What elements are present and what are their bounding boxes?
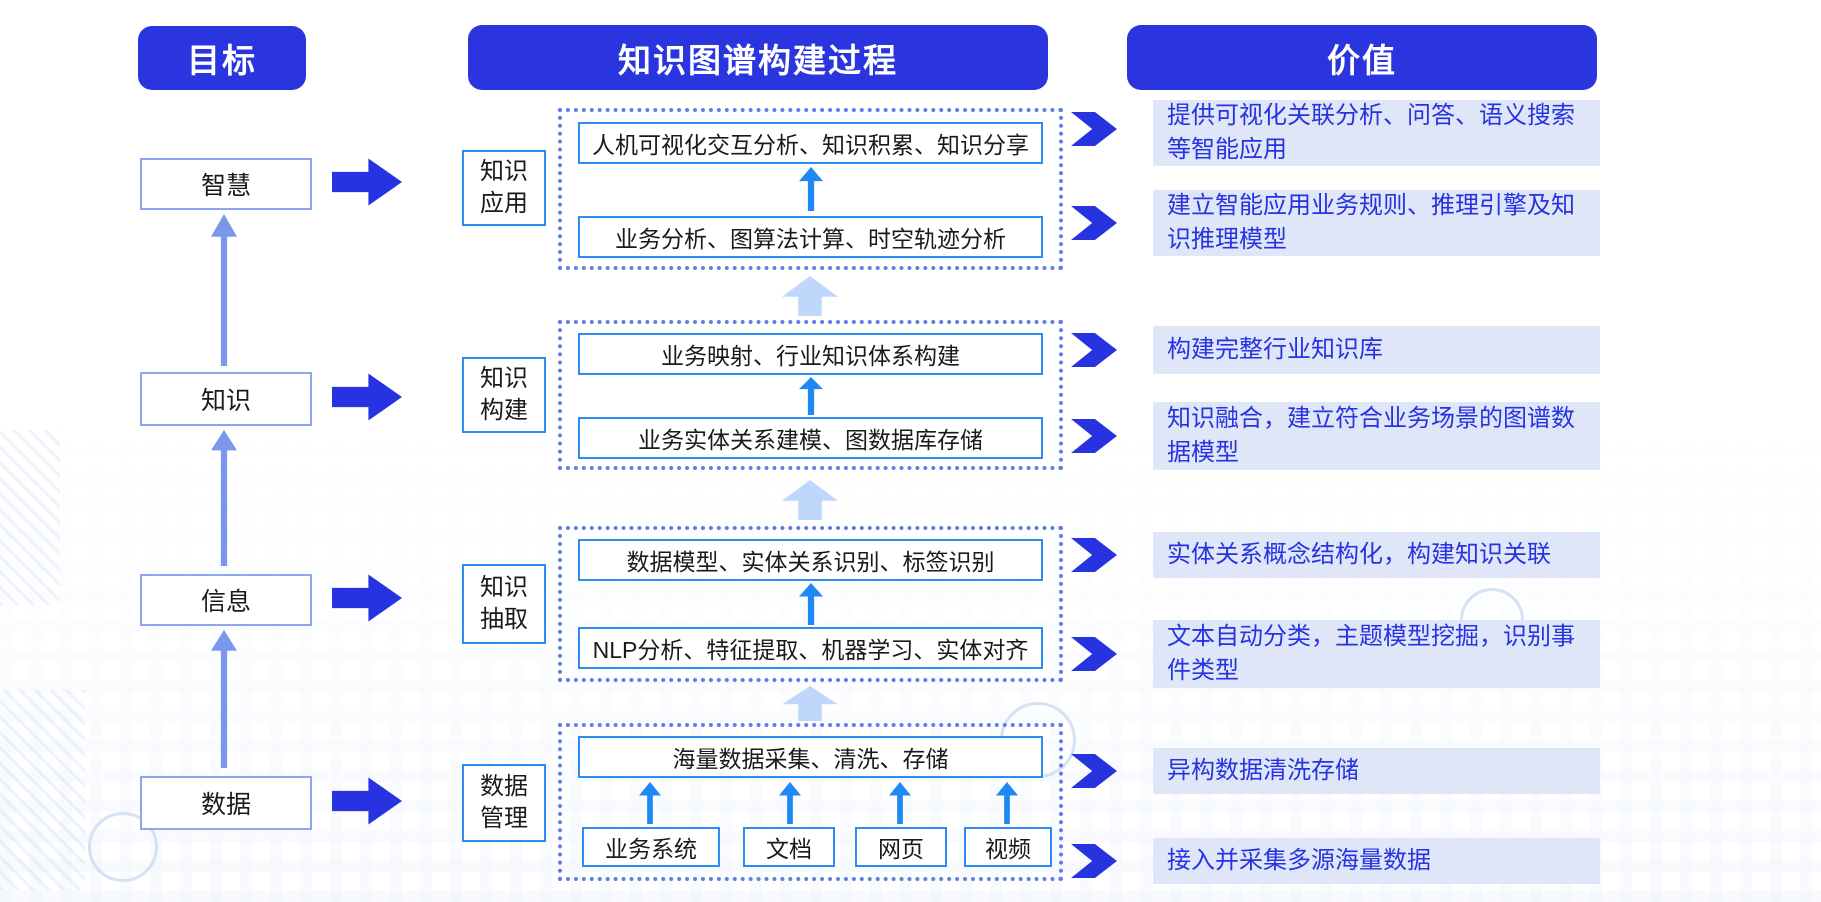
value-item: 建立智能应用业务规则、推理引擎及知识推理模型 (1153, 190, 1600, 256)
stage-label-knowledge-construction: 知识构建 (462, 357, 546, 433)
goal-box-wisdom: 智慧 (140, 158, 312, 210)
goal-column-header: 目标 (138, 26, 306, 90)
goal-box-knowledge: 知识 (140, 372, 312, 426)
stage-group-extraction (558, 526, 1063, 682)
process-box: NLP分析、特征提取、机器学习、实体对齐 (578, 627, 1043, 669)
stage-label-data-management: 数据管理 (462, 764, 546, 842)
goal-box-data: 数据 (140, 776, 312, 830)
process-box: 业务分析、图算法计算、时空轨迹分析 (578, 216, 1043, 258)
background-hatch (0, 690, 85, 890)
pale-up-arrow-icon (782, 276, 838, 316)
process-box: 业务映射、行业知识体系构建 (578, 333, 1043, 375)
stage-label-knowledge-application: 知识应用 (462, 150, 546, 226)
up-arrow-icon (211, 214, 237, 366)
process-box: 数据模型、实体关系识别、标签识别 (578, 539, 1043, 581)
chevron-right-icon (1071, 112, 1117, 146)
goal-box-information: 信息 (140, 574, 312, 626)
stage-label-knowledge-extraction: 知识抽取 (462, 564, 546, 644)
value-item: 文本自动分类，主题模型挖掘，识别事件类型 (1153, 620, 1600, 688)
process-column-header: 知识图谱构建过程 (468, 25, 1048, 90)
chevron-right-icon (1071, 206, 1117, 240)
chevron-right-icon (1071, 333, 1117, 367)
process-box: 业务实体关系建模、图数据库存储 (578, 417, 1043, 459)
source-box-document: 文档 (743, 827, 835, 867)
stage-group-data (558, 723, 1063, 881)
right-arrow-icon (332, 158, 402, 206)
value-item: 接入并采集多源海量数据 (1153, 838, 1600, 884)
process-box: 人机可视化交互分析、知识积累、知识分享 (578, 122, 1043, 164)
value-item: 构建完整行业知识库 (1153, 326, 1600, 374)
process-box: 海量数据采集、清洗、存储 (578, 736, 1043, 778)
value-item: 提供可视化关联分析、问答、语义搜索等智能应用 (1153, 100, 1600, 166)
value-column-header: 价值 (1127, 25, 1597, 90)
source-box-webpage: 网页 (855, 827, 947, 867)
background-circle (88, 812, 158, 882)
value-item: 实体关系概念结构化，构建知识关联 (1153, 532, 1600, 578)
source-box-video: 视频 (964, 827, 1052, 867)
source-box-business-system: 业务系统 (582, 827, 720, 867)
stage-group-application (558, 108, 1063, 270)
value-item: 异构数据清洗存储 (1153, 748, 1600, 794)
stage-group-construction (558, 320, 1063, 470)
right-arrow-icon (332, 373, 402, 421)
value-item: 知识融合，建立符合业务场景的图谱数据模型 (1153, 402, 1600, 470)
background-hatch (0, 430, 60, 605)
